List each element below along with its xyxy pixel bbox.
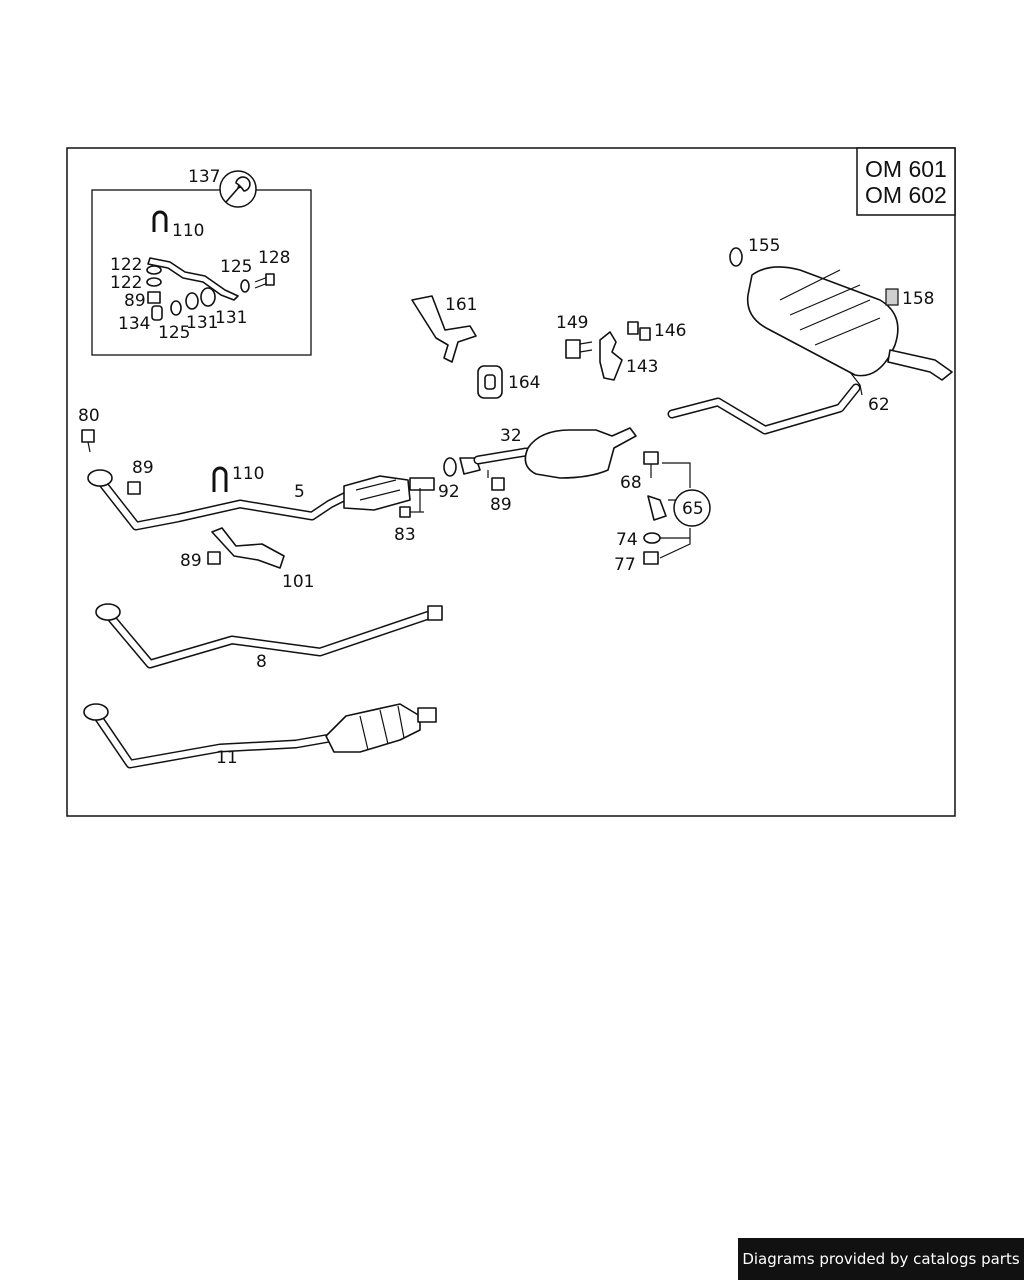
engine-code-2: OM 602 <box>865 182 947 208</box>
bracket-part <box>147 257 239 301</box>
callout-5: 5 <box>294 482 305 502</box>
callout-65: 65 <box>682 499 704 519</box>
callout-149: 149 <box>556 313 588 333</box>
callout-128: 128 <box>258 248 290 268</box>
rear-muffler <box>729 247 953 396</box>
callout-158: 158 <box>902 289 934 309</box>
rubber-mount-164 <box>477 365 503 399</box>
diagram-frame <box>66 147 956 817</box>
wrench-icon <box>219 170 257 208</box>
callout-155: 155 <box>748 236 780 256</box>
callout-101: 101 <box>282 572 314 592</box>
callout-92: 92 <box>438 482 460 502</box>
callout-131: 131 <box>215 308 247 328</box>
callout-137: 137 <box>188 167 220 187</box>
callout-89: 89 <box>124 291 146 311</box>
mounting-kit-inset: 137 110 122 122 125 128 89 134 125 131 1… <box>91 167 312 356</box>
callout-83: 83 <box>394 525 416 545</box>
callout-80: 80 <box>78 406 100 426</box>
callout-125: 125 <box>158 323 190 343</box>
callout-122: 122 <box>110 273 142 293</box>
callout-89: 89 <box>490 495 512 515</box>
callout-143: 143 <box>626 357 658 377</box>
engine-code-1: OM 601 <box>865 156 947 182</box>
callout-146: 146 <box>654 321 686 341</box>
callout-74: 74 <box>616 530 638 550</box>
callout-110: 110 <box>232 464 264 484</box>
bracket-143 <box>565 321 651 381</box>
callout-68: 68 <box>620 473 642 493</box>
engine-code-box: OM 601 OM 602 <box>856 147 956 216</box>
callout-164: 164 <box>508 373 540 393</box>
callout-125: 125 <box>220 257 252 277</box>
callout-62: 62 <box>868 395 890 415</box>
callout-161: 161 <box>445 295 477 315</box>
callout-122: 122 <box>110 255 142 275</box>
u-bolt-part <box>152 210 168 232</box>
callout-8: 8 <box>256 652 267 672</box>
callout-110: 110 <box>172 221 204 241</box>
callout-89: 89 <box>132 458 154 478</box>
callout-77: 77 <box>614 555 636 575</box>
callout-89: 89 <box>180 551 202 571</box>
callout-32: 32 <box>500 426 522 446</box>
callout-11: 11 <box>216 748 238 768</box>
footer-credit: Diagrams provided by catalogs parts <box>738 1238 1024 1280</box>
callout-131: 131 <box>186 313 218 333</box>
callout-134: 134 <box>118 314 150 334</box>
hanger-161 <box>411 295 477 363</box>
